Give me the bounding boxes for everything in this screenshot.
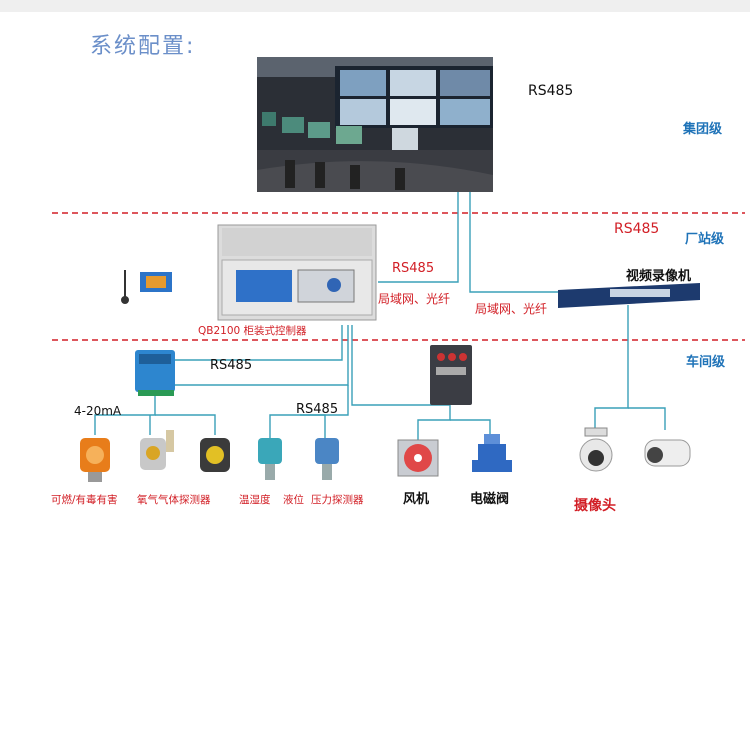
level-label: 液位 <box>283 494 304 506</box>
fan-label: 风机 <box>403 492 430 507</box>
rs485-bottom-label: RS485 <box>296 402 339 417</box>
controller-label: QB2100 柜装式控制器 <box>198 325 307 337</box>
analog-label: 4-20mA <box>74 404 122 418</box>
fan-icon <box>397 439 439 477</box>
rs485-mid-label: RS485 <box>392 261 435 276</box>
valve-label: 电磁阀 <box>470 492 510 507</box>
valve-icon <box>472 434 512 472</box>
humidity-label: 温湿度 <box>239 494 271 506</box>
nvr-device <box>558 283 700 308</box>
rs485-top-label: RS485 <box>528 83 574 99</box>
oxygen-detector-2-icon <box>200 438 230 472</box>
level-plant-label: 厂站级 <box>685 232 725 247</box>
system-diagram <box>52 57 745 482</box>
rs485-plant-label: RS485 <box>614 221 660 237</box>
bullet-camera-icon <box>644 439 691 467</box>
connection-lines <box>94 192 666 440</box>
oxygen-detector-label: 氧气气体探测器 <box>137 494 211 506</box>
controller-device <box>217 224 377 321</box>
wireless-module-icon <box>121 270 172 304</box>
oxygen-detector-icon <box>140 430 174 470</box>
gas-detectors-label: 可燃/有毒有害 <box>51 494 118 506</box>
nvr-label: 视频录像机 <box>626 269 692 284</box>
gas-detector-icon <box>80 438 110 482</box>
screen-top-bar <box>0 0 750 12</box>
network-label-2: 局域网、光纤 <box>475 302 548 316</box>
pressure-label: 压力探测器 <box>311 494 364 506</box>
dome-camera-icon <box>579 427 613 472</box>
control-box-device <box>430 345 472 405</box>
pressure-sensor-icon <box>315 438 339 480</box>
level-workshop-label: 车间级 <box>686 355 726 370</box>
converter-device <box>135 350 175 396</box>
control-room-image <box>257 57 493 192</box>
page-title: 系统配置: <box>90 34 196 59</box>
rs485-left-label: RS485 <box>210 358 253 373</box>
camera-label: 摄像头 <box>574 498 616 514</box>
level-group-label: 集团级 <box>683 122 723 137</box>
humidity-sensor-icon <box>258 438 282 480</box>
screen-blank-area <box>0 518 750 750</box>
network-label: 局域网、光纤 <box>378 292 451 306</box>
